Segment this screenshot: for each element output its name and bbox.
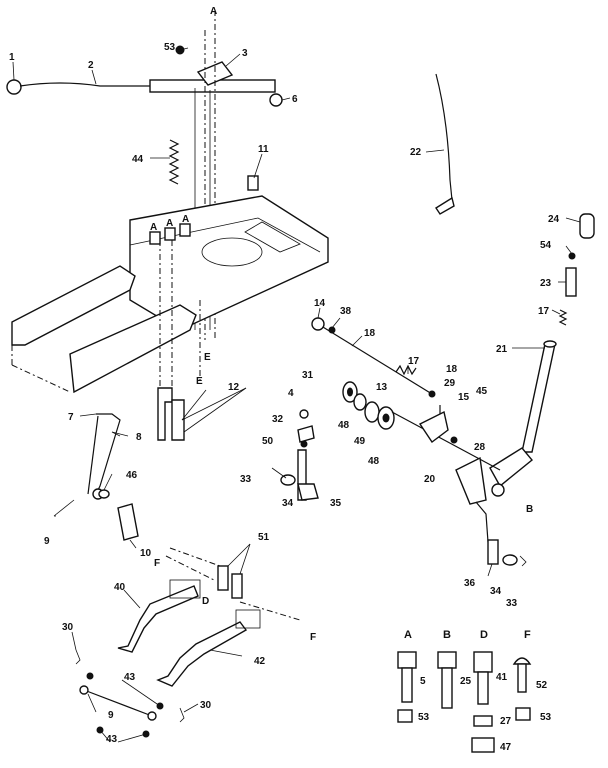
lever-22	[435, 73, 455, 215]
callout-9-upper: 9	[44, 536, 50, 547]
hardware-legend: A B D F 5 53 25 41 27 47 52 53	[397, 629, 552, 753]
callout-2: 2	[88, 60, 94, 71]
callout-33-left: 33	[240, 474, 252, 485]
callout-e-1: E	[204, 352, 211, 363]
callout-34-right: 34	[490, 586, 502, 597]
callout-22: 22	[410, 147, 422, 158]
callout-a-mid: A	[166, 218, 173, 229]
callout-51: 51	[258, 532, 270, 543]
callout-21: 21	[496, 344, 508, 355]
bracket-51	[169, 547, 243, 599]
callout-43-lower: 43	[106, 734, 118, 745]
grip-24	[579, 213, 595, 239]
legend-bolt-d: 41	[496, 672, 508, 683]
callout-30-left: 30	[62, 622, 74, 633]
callout-30-right: 30	[200, 700, 212, 711]
legend-header-a: A	[404, 629, 412, 641]
callout-13: 13	[376, 382, 388, 393]
handle-21	[489, 213, 595, 497]
legend-washer-d: 27	[500, 716, 512, 727]
clip-11	[247, 175, 259, 191]
callout-d: D	[202, 596, 209, 607]
callout-a-right: A	[182, 214, 189, 225]
callout-23: 23	[540, 278, 552, 289]
callout-29: 29	[444, 378, 456, 389]
frame-plate	[11, 195, 329, 400]
pivot-washers	[342, 381, 501, 505]
lift-bracket	[196, 61, 234, 86]
legend-header-f: F	[524, 629, 531, 641]
callout-20: 20	[424, 474, 436, 485]
spring-44	[168, 139, 180, 185]
callout-49: 49	[354, 436, 366, 447]
leader-lines	[12, 47, 581, 743]
legend-header-b: B	[443, 629, 451, 641]
lift-arm-42	[156, 601, 301, 687]
callout-15: 15	[458, 392, 470, 403]
bracket-12	[157, 387, 247, 441]
callout-f-lower: F	[310, 632, 316, 643]
legend-bolt-b: 25	[460, 676, 472, 687]
handle-knob	[6, 79, 22, 95]
callout-18-right: 18	[446, 364, 458, 375]
callout-42: 42	[254, 656, 266, 667]
legend-header-d: D	[480, 629, 488, 641]
lift-handle-rod	[19, 82, 211, 91]
callout-34-left: 34	[282, 498, 294, 509]
callout-labels: 1 2 3 53 6 A 44 11 A A A E E 22 24 54 23…	[9, 6, 560, 745]
callout-1: 1	[9, 52, 15, 63]
callout-31: 31	[302, 370, 314, 381]
callout-53: 53	[164, 42, 176, 53]
callout-f-upper: F	[154, 558, 160, 569]
legend-bolt-f: 52	[536, 680, 548, 691]
callout-e-2: E	[196, 376, 203, 387]
callout-40: 40	[114, 582, 126, 593]
callout-6: 6	[292, 94, 298, 105]
callout-3: 3	[242, 48, 248, 59]
callout-48-upper: 48	[338, 420, 350, 431]
callout-11: 11	[258, 144, 269, 155]
callout-44: 44	[132, 154, 144, 165]
callout-32: 32	[272, 414, 284, 425]
callout-38: 38	[340, 306, 352, 317]
callout-a-top: A	[210, 6, 217, 17]
callout-33-right: 33	[506, 598, 518, 609]
knob-6	[269, 93, 283, 107]
callout-18-top: 18	[364, 328, 376, 339]
legend-nut-a: 53	[418, 712, 430, 723]
callout-10: 10	[140, 548, 152, 559]
pivot-arm-35	[271, 409, 319, 501]
pin-23	[565, 267, 577, 297]
callout-17-mid: 17	[408, 356, 420, 367]
callout-54: 54	[540, 240, 552, 251]
lift-arm-40	[117, 555, 215, 653]
callout-a-left: A	[150, 222, 157, 233]
callout-9-lower: 9	[108, 710, 114, 721]
linkage-rod-18	[311, 317, 441, 420]
callout-7: 7	[68, 412, 74, 423]
link-arm-36	[475, 501, 527, 567]
callout-4: 4	[288, 388, 294, 399]
callout-8: 8	[136, 432, 142, 443]
legend-nut-f: 53	[540, 712, 552, 723]
callout-48-lower: 48	[368, 456, 380, 467]
callout-36: 36	[464, 578, 476, 589]
link-9	[75, 649, 185, 738]
callout-46: 46	[126, 470, 138, 481]
callout-50: 50	[262, 436, 274, 447]
callout-24: 24	[548, 214, 560, 225]
callout-43-upper: 43	[124, 672, 136, 683]
callout-14: 14	[314, 298, 326, 309]
callout-45: 45	[476, 386, 488, 397]
legend-bolt-a: 5	[420, 676, 426, 687]
callout-28: 28	[474, 442, 486, 453]
callout-12: 12	[228, 382, 240, 393]
callout-b: B	[526, 504, 533, 515]
callout-17-right: 17	[538, 306, 550, 317]
rod-7	[53, 413, 139, 541]
legend-nut-d: 47	[500, 742, 512, 753]
callout-35: 35	[330, 498, 342, 509]
